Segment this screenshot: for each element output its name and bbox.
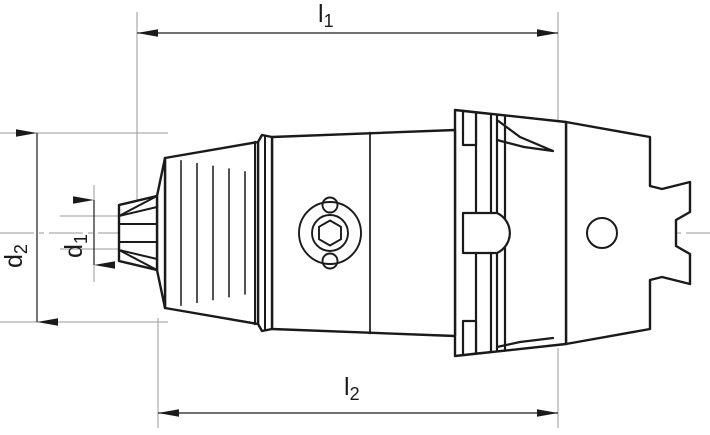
dimension-label-d1-sub: 1: [71, 234, 92, 245]
hsk-taper-shank: [564, 120, 692, 346]
chuck-nose-sleeve-edges: [254, 134, 266, 332]
coolant-hole: [586, 217, 618, 249]
hex-socket-icon: [318, 219, 342, 247]
flange-chamfer-top: [495, 118, 555, 153]
adjustment-port-inner-circle: [311, 214, 349, 252]
flange-step-bottom: [461, 319, 478, 357]
dimension-label-d1-text: d: [60, 244, 88, 258]
chuck-jaw-faces: [118, 195, 158, 271]
adjustment-port: [298, 196, 362, 270]
flange-slot-profile: [461, 109, 555, 357]
dimension-label-d1: d1: [60, 234, 91, 258]
flange-step-top: [461, 109, 478, 147]
locating-hole-bottom: [321, 252, 339, 270]
dimension-label-l1-text: l: [318, 0, 324, 28]
body-detail-lines: [369, 129, 456, 337]
dimension-label-d2: d2: [0, 244, 31, 268]
flange-chamfer-top2: [495, 138, 555, 153]
dimension-label-d2-sub: 2: [11, 244, 32, 255]
flange-center-boss: [461, 211, 511, 255]
dimension-label-l1-sub: 1: [323, 11, 334, 32]
chuck-nose-taper: [163, 140, 260, 326]
dimension-label-d2-text: d: [0, 254, 28, 268]
adjustment-port-outer-circle: [298, 201, 362, 265]
dimension-label-l2: l2: [344, 373, 360, 404]
locating-hole-top: [321, 196, 339, 214]
dimension-label-l1: l1: [318, 0, 334, 31]
chuck-nose-ribs: [180, 160, 246, 306]
flange-chamfer-bottom: [495, 336, 555, 349]
dimension-label-l2-sub: 2: [349, 384, 360, 405]
dimension-label-l2-text: l: [344, 373, 350, 401]
